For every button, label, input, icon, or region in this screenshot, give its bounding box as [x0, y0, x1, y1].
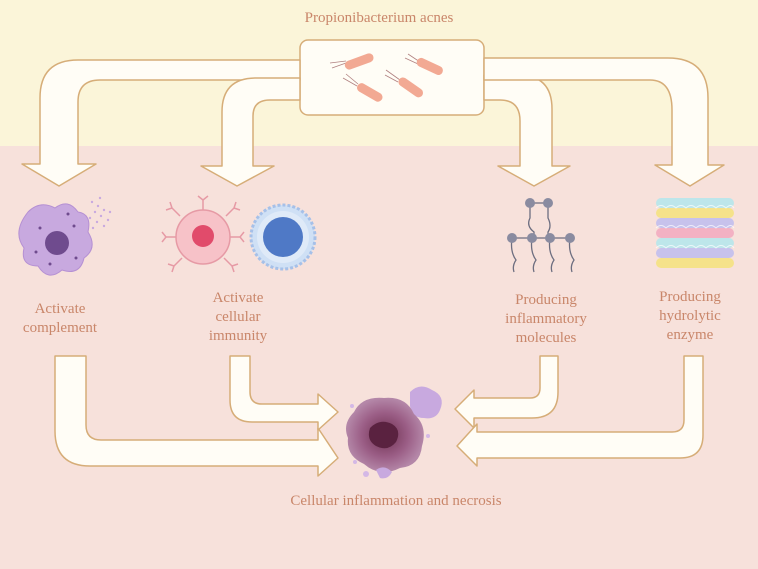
arrow-cellular-to-necrosis [229, 355, 339, 431]
necrotic-cell-icon [346, 386, 442, 479]
molecule-nodes [507, 198, 575, 243]
label-cellular-inflammation-necrosis: Cellular inflammation and necrosis [290, 493, 502, 509]
inflammatory-molecules-icon [510, 202, 575, 273]
arrow-to-cellular-immunity [200, 77, 301, 187]
bacteria-box [299, 39, 485, 116]
arrow-hydrolytic-to-necrosis [456, 355, 704, 467]
blue-lymphocyte-icon [249, 203, 317, 271]
label-activate-complement: Activate complement [22, 301, 98, 336]
hydrolytic-enzyme-icon [655, 198, 735, 268]
label-producing-hydrolytic-enzyme: Producing hydrolytic enzyme [659, 289, 721, 343]
label-activate-cellular-immunity: Activate cellular immunity [208, 290, 268, 344]
bottom-background [0, 146, 758, 569]
bacterium-icon [384, 69, 423, 98]
bacterium-icon [329, 53, 374, 70]
arrow-to-inflammatory-molecules [483, 74, 571, 187]
bacterium-icon [342, 73, 383, 102]
arrow-to-complement [21, 59, 301, 187]
pink-lymphocyte-icon [161, 195, 245, 273]
arrow-to-hydrolytic-enzyme [483, 57, 725, 187]
complement-cell-icon [18, 196, 112, 276]
arrow-inflammatory-to-necrosis [454, 355, 559, 429]
arrow-complement-to-necrosis [54, 355, 339, 477]
label-producing-inflammatory-molecules: Producing inflammatory molecules [505, 292, 587, 346]
diagram-title: Propionibacterium acnes [304, 10, 454, 26]
bacterium-icon [404, 53, 443, 75]
